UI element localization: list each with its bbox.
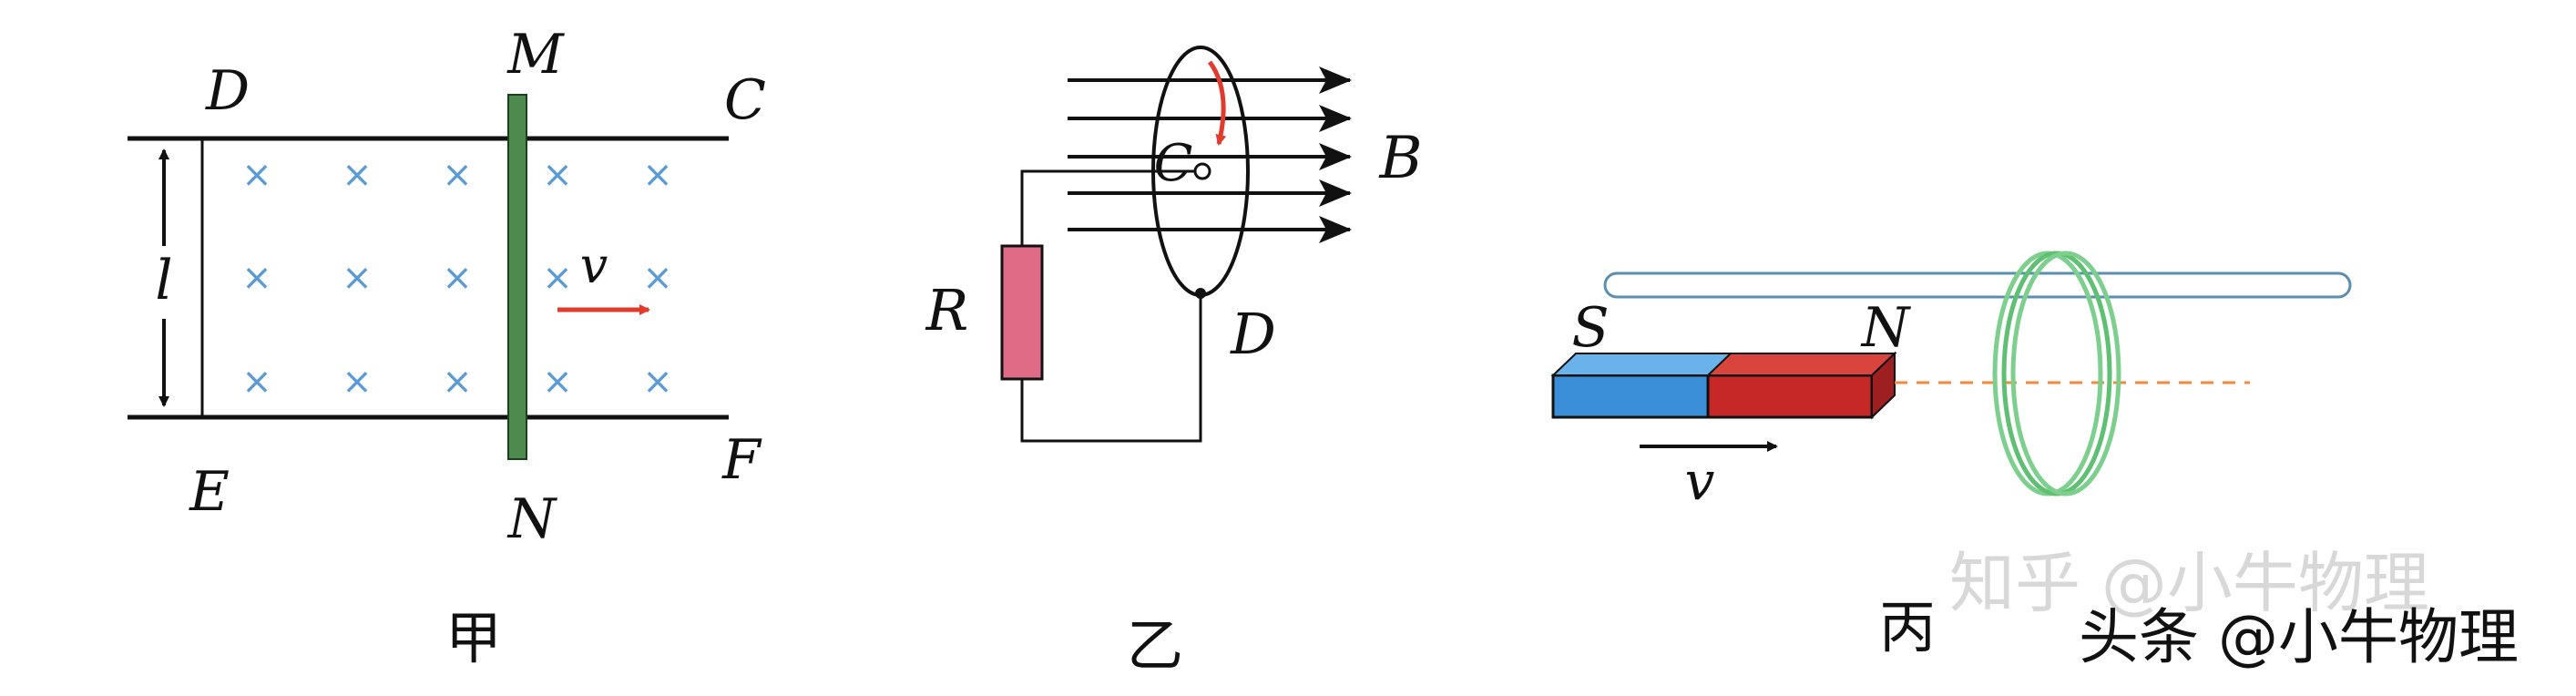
field-cross: × bbox=[241, 361, 272, 403]
field-lines-b bbox=[1068, 67, 1352, 243]
label-v-magnet: v bbox=[1685, 450, 1715, 512]
coil-loop bbox=[2010, 251, 2121, 496]
caption-jia: 甲 bbox=[445, 605, 502, 671]
watermark-zhihu: 知乎 @小牛物理 bbox=[1949, 545, 2429, 621]
caption-yi: 乙 bbox=[1127, 612, 1183, 679]
label-c: C bbox=[724, 68, 766, 132]
field-cross: × bbox=[342, 257, 373, 299]
label-c-axle: C bbox=[1154, 134, 1193, 193]
field-cross: × bbox=[642, 154, 673, 196]
label-l: l bbox=[155, 249, 172, 312]
field-cross: × bbox=[542, 154, 573, 196]
label-n-pole: N bbox=[1860, 296, 1912, 360]
field-cross: × bbox=[241, 154, 272, 196]
support-rod bbox=[1603, 271, 2352, 299]
rim-contact-d bbox=[1195, 288, 1206, 299]
magnet-n-pole bbox=[1706, 374, 1874, 419]
label-n: N bbox=[506, 487, 558, 551]
magnet-side-face bbox=[1871, 351, 1896, 420]
field-cross: × bbox=[542, 361, 573, 403]
watermark-toutiao: 头条 @小牛物理 bbox=[2079, 602, 2519, 672]
field-cross: × bbox=[442, 154, 473, 196]
caption-bing: 丙 bbox=[1879, 594, 1936, 660]
figure-jia: × × × × × × × × × × × × × × × l v D M C … bbox=[128, 23, 766, 671]
axle-contact-c bbox=[1193, 162, 1211, 180]
magnetic-field-crosses: × × × × × × × × × × × × × × × bbox=[241, 154, 673, 403]
label-f: F bbox=[721, 428, 762, 492]
field-cross: × bbox=[642, 361, 673, 403]
figure-bing: S N v 丙 bbox=[1550, 251, 2352, 660]
field-cross: × bbox=[241, 257, 272, 299]
conducting-rod-mn bbox=[507, 94, 527, 460]
rotation-arrow bbox=[1207, 60, 1227, 146]
field-cross: × bbox=[542, 257, 573, 299]
figure-yi: B C R D 乙 bbox=[925, 46, 1423, 679]
label-d: D bbox=[205, 59, 250, 123]
label-s: S bbox=[1571, 296, 1609, 360]
resistor-r bbox=[1000, 244, 1044, 381]
label-m: M bbox=[506, 23, 565, 87]
field-cross: × bbox=[342, 154, 373, 196]
label-e: E bbox=[189, 460, 230, 524]
label-d-rim: D bbox=[1230, 301, 1276, 367]
label-r: R bbox=[925, 277, 969, 343]
field-cross: × bbox=[342, 361, 373, 403]
label-b: B bbox=[1378, 125, 1422, 192]
field-cross: × bbox=[442, 361, 473, 403]
magnet-s-pole bbox=[1551, 374, 1710, 419]
circuit-wire-bottom bbox=[1020, 297, 1202, 443]
circuit-wire-top bbox=[1020, 169, 1195, 246]
label-v: v bbox=[580, 237, 608, 294]
field-cross: × bbox=[642, 257, 673, 299]
field-cross: × bbox=[442, 257, 473, 299]
